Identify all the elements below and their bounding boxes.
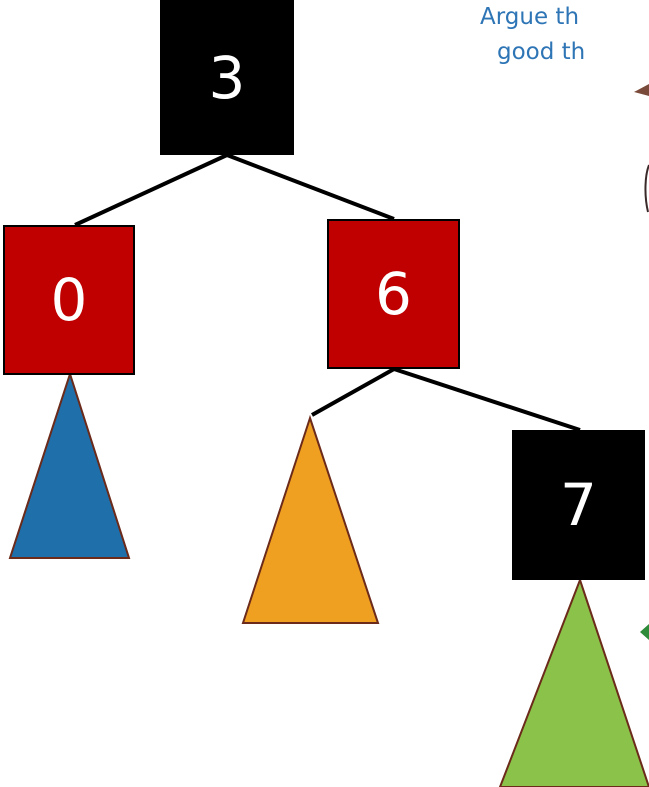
caption-line-1: Argue th — [480, 4, 580, 30]
subtree-orange-triangle — [241, 414, 380, 624]
edge-3-6 — [226, 153, 395, 221]
node-key: 0 — [50, 266, 88, 334]
node-key: 3 — [208, 43, 246, 112]
tree-node-right: 6 — [327, 219, 460, 369]
decorative-brown-mark — [634, 84, 649, 96]
caption-line-2: good th — [497, 39, 586, 65]
node-key: 7 — [560, 471, 597, 539]
edge-3-0 — [74, 153, 228, 227]
edge-6-orange — [311, 367, 395, 417]
subtree-blue-triangle — [8, 370, 131, 559]
subtree-green-triangle — [498, 577, 649, 787]
tree-node-right-right: 7 — [512, 430, 645, 580]
node-key: 6 — [375, 260, 412, 328]
decorative-dark-arc — [644, 164, 649, 213]
decorative-green-arrow — [640, 624, 649, 640]
tree-node-root: 3 — [160, 0, 294, 155]
edge-6-7 — [393, 367, 581, 432]
tree-node-left: 0 — [3, 225, 135, 375]
